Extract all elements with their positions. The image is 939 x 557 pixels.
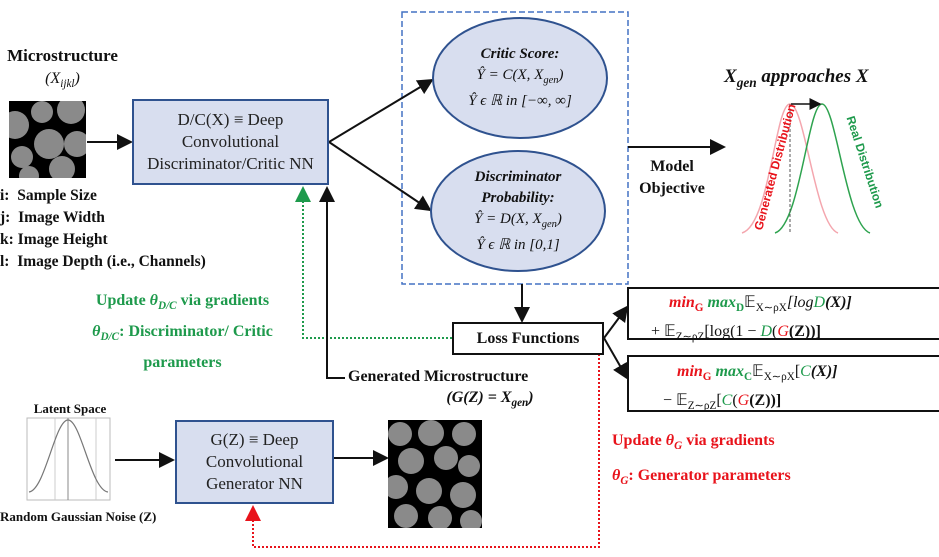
latent-caption: Random Gaussian Noise (Z): [0, 509, 157, 524]
critic-score-ellipse: Critic Score: Ŷ = C(X, Xgen) Ŷ ϵ ℝ in [−…: [432, 17, 608, 139]
discriminator-update-note: Update θD/C via gradients θD/C: Discrimi…: [92, 292, 273, 372]
input-title: Microstructure: [7, 46, 118, 65]
generated-symbol: (G(Z) = Xgen): [446, 389, 534, 410]
discriminator-probability-ellipse: Discriminator Probability: Ŷ = D(X, Xgen…: [430, 150, 606, 272]
generated-title: Generated Microstructure: [348, 368, 529, 385]
generator-update-note: Update θG via gradients θG: Generator pa…: [612, 432, 791, 488]
dim-l: l: Image Depth (i.e., Channels): [0, 253, 206, 270]
input-symbol: (Xijkl): [45, 70, 80, 91]
dimension-list: i: Sample Size j: Image Width k: Image H…: [0, 185, 206, 273]
gaussian-curve: [28, 419, 109, 493]
arrow-loss-to-gan: [603, 305, 629, 339]
arrow-disc-to-prob: [328, 141, 432, 212]
objective-title: Xgen approaches X: [724, 66, 869, 90]
gen-update-path: [245, 354, 600, 548]
latent-title: Latent Space: [33, 401, 107, 416]
dim-j: j: Image Width: [0, 209, 105, 226]
dim-i: i: Sample Size: [0, 187, 97, 204]
dim-k: k: Image Height: [0, 231, 108, 248]
wgan-loss-formula: minG maxC𝔼X∼ρX[C(X)] − 𝔼Z∼ρZ[C(G(Z))]: [627, 355, 939, 412]
generated-to-disc-path: [319, 186, 345, 379]
generated-microstructure-image: [388, 420, 482, 528]
input-microstructure-image: [9, 101, 86, 178]
loss-functions-box: Loss Functions: [452, 322, 604, 355]
arrow-disc-to-critic: [328, 78, 434, 143]
gan-loss-formula: minG maxD𝔼X∼ρX[logD(X)] + 𝔼Z∼ρZ[log(1 − …: [627, 287, 939, 343]
disc-update-path: [295, 186, 452, 339]
real-distribution-curve: [774, 103, 871, 234]
arrow-loss-to-wgan: [603, 337, 628, 380]
